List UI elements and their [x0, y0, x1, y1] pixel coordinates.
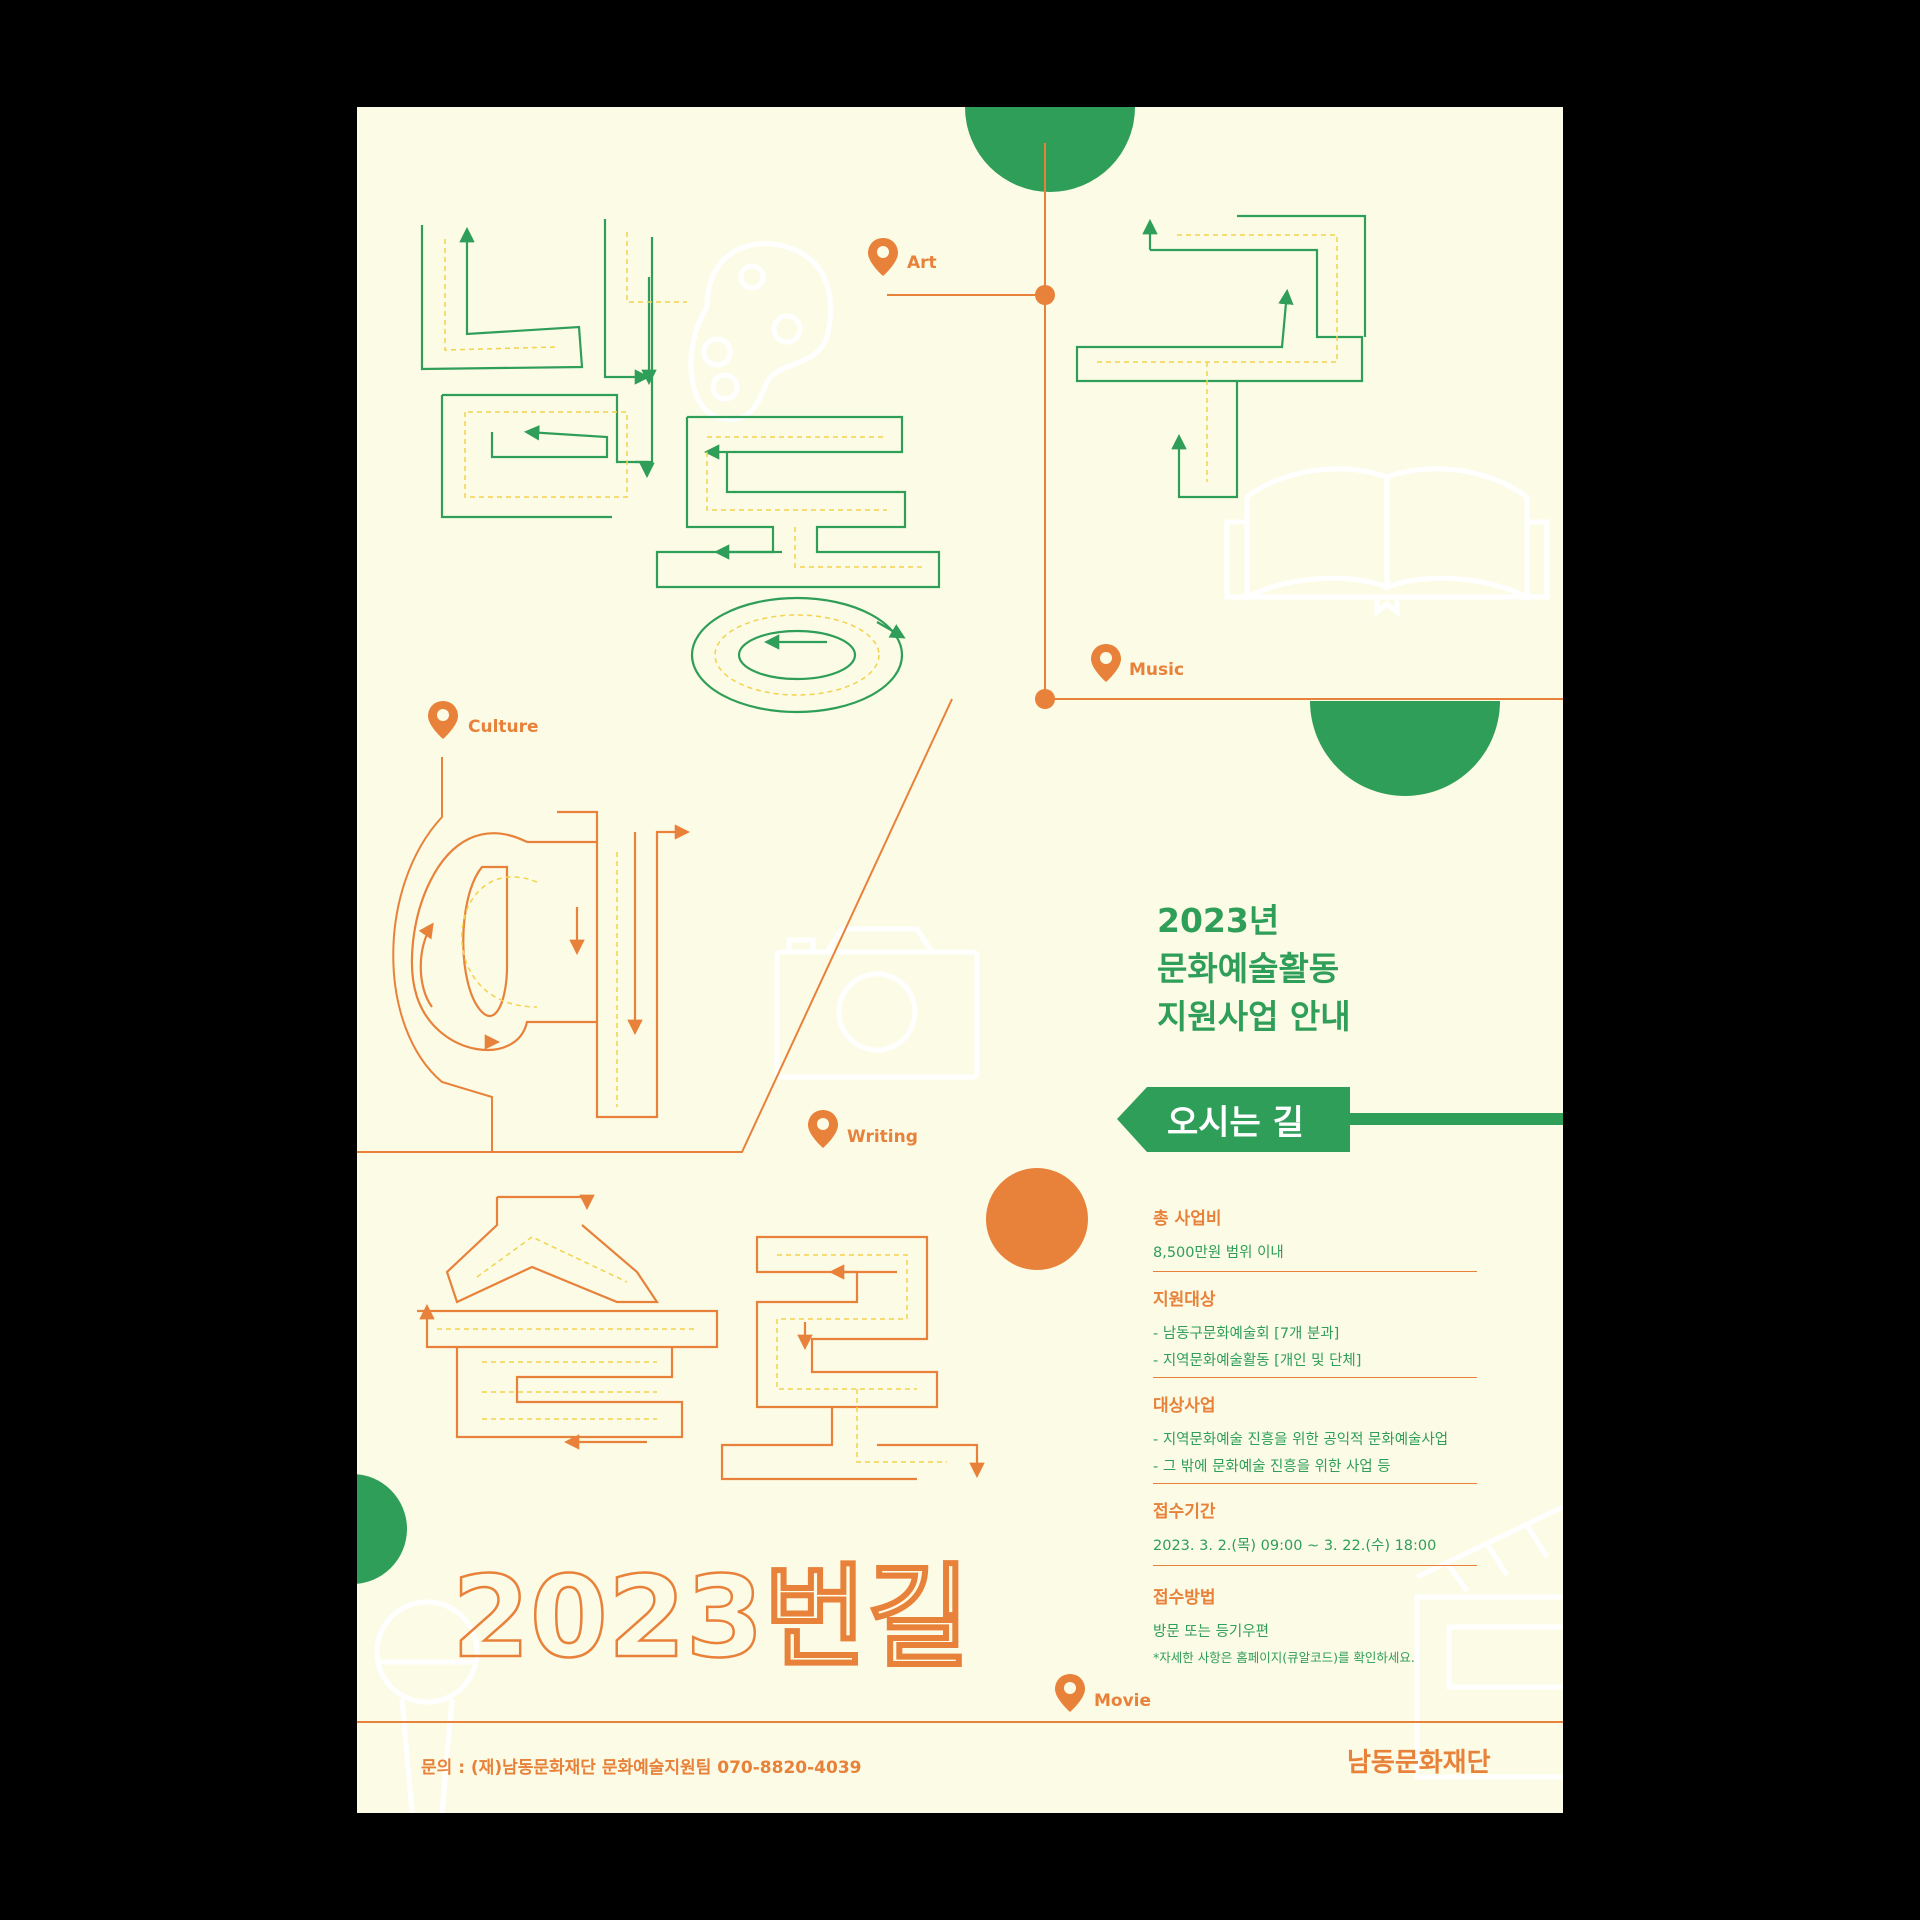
map-pin-icon [1090, 643, 1122, 683]
info-budget-line: 8,500만원 범위 이내 [1153, 1245, 1284, 1261]
directions-banner-shape [1117, 1087, 1563, 1152]
title-glyph-nam: 남 [417, 206, 426, 217]
palette-icon [688, 241, 834, 422]
glyph-sul [417, 1194, 719, 1450]
green-circle-left [357, 1474, 407, 1584]
pin-label-movie: Movie [1094, 1691, 1152, 1711]
open-book-icon [1224, 466, 1550, 618]
map-pin-icon [867, 237, 899, 277]
info-period-line: 2023. 3. 2.(목) 09:00 ~ 3. 22.(수) 18:00 [1153, 1538, 1437, 1554]
title-line-sullo: 술로 [417, 1197, 435, 1212]
orange-circle [986, 1168, 1088, 1270]
glyph-gu-dash [1097, 234, 1338, 482]
title-glyph-gu: 구 [435, 206, 444, 217]
title-glyph-beon: 번 [762, 1552, 868, 1685]
info-method: 접수방법 방문 또는 등기우편 *자세한 사항은 홈페이지(큐알코드)를 확인하… [1153, 1583, 1473, 1672]
pin-label-writing: Writing [847, 1127, 918, 1147]
glyph-gu [1075, 214, 1367, 499]
glyph-ro [720, 1235, 985, 1481]
footer-contact: 문의 : (재)남동문화재단 문화예술지원팀 070-8820-4039 [421, 1758, 862, 1778]
pin-label-culture: Culture [468, 717, 539, 737]
title-glyph-sul: 술 [417, 1201, 426, 1212]
pin-label-music: Music [1129, 660, 1185, 680]
glyph-dong [655, 415, 941, 714]
divider [1153, 1483, 1477, 1484]
info-method-title: 접수방법 [1153, 1588, 1216, 1608]
title-line-namdonggu: 남동구 [417, 202, 445, 217]
headline-support: 지원사업 안내 [1157, 997, 1351, 1036]
route-lines [357, 143, 1563, 1723]
glyph-ye [410, 810, 691, 1119]
info-target-title: 지원대상 [1153, 1290, 1216, 1310]
glyph-dong-dash [706, 436, 922, 696]
glyph-nam [420, 219, 657, 519]
pin-label-art: Art [907, 253, 937, 273]
title-glyph-gil: 길 [866, 1552, 972, 1685]
title-glyph-2023: 2023 [451, 1552, 765, 1685]
glyph-ye-dash [461, 852, 618, 1107]
green-circle-top [965, 107, 1135, 192]
camera-icon [774, 926, 980, 1080]
info-target-line-1: - 남동구문화예술회 [7개 분과] [1153, 1326, 1340, 1342]
title-line-ye: 예 [417, 807, 426, 822]
headline: 2023년 문화예술활동 지원사업 안내 [1157, 897, 1351, 1041]
title-glyph-ye: 예 [417, 811, 426, 822]
info-budget: 총 사업비 8,500만원 범위 이내 [1153, 1204, 1473, 1268]
info-period-title: 접수기간 [1153, 1502, 1216, 1522]
directions-banner-label: 오시는 길 [1167, 1103, 1304, 1143]
microphone-icon [374, 1599, 480, 1813]
info-projects-line-1: - 지역문화예술 진흥을 위한 공익적 문화예술사업 [1153, 1432, 1449, 1448]
divider [1153, 1565, 1477, 1566]
map-pin-icon [807, 1109, 839, 1149]
headline-year: 2023년 [1157, 901, 1280, 940]
info-projects: 대상사업 - 지역문화예술 진흥을 위한 공익적 문화예술사업 - 그 밖에 문… [1153, 1391, 1473, 1482]
headline-activity: 문화예술활동 [1157, 949, 1340, 988]
glyph-nam-dash [444, 232, 687, 498]
glyph-sul-dash [437, 1236, 697, 1420]
info-method-line: 방문 또는 등기우편 [1153, 1624, 1269, 1640]
divider [1153, 1377, 1477, 1378]
glyph-ro-dash [776, 1254, 947, 1463]
divider [1153, 1271, 1477, 1272]
title-line-2023-beongil: 2023번길 [451, 1527, 972, 1689]
info-projects-title: 대상사업 [1153, 1396, 1216, 1416]
info-budget-title: 총 사업비 [1153, 1209, 1222, 1229]
poster: Art Music Culture Writing Movie 2023번길 남… [357, 107, 1563, 1813]
green-circle-right [1310, 701, 1500, 796]
map-pin-icon [427, 700, 459, 740]
poster-artwork [357, 107, 1563, 1813]
info-period: 접수기간 2023. 3. 2.(목) 09:00 ~ 3. 22.(수) 18… [1153, 1497, 1473, 1561]
map-pin-icon [1054, 1673, 1086, 1713]
info-target: 지원대상 - 남동구문화예술회 [7개 분과] - 지역문화예술활동 [개인 및… [1153, 1285, 1473, 1376]
info-target-line-2: - 지역문화예술활동 [개인 및 단체] [1153, 1353, 1362, 1369]
info-method-note: *자세한 사항은 홈페이지(큐알코드)를 확인하세요. [1153, 1650, 1415, 1665]
title-glyph-ro: 로 [426, 1201, 435, 1212]
route-nodes [1035, 285, 1055, 709]
footer-org-name: 남동문화재단 [1347, 1748, 1491, 1778]
info-projects-line-2: - 그 밖에 문화예술 진흥을 위한 사업 등 [1153, 1459, 1391, 1475]
